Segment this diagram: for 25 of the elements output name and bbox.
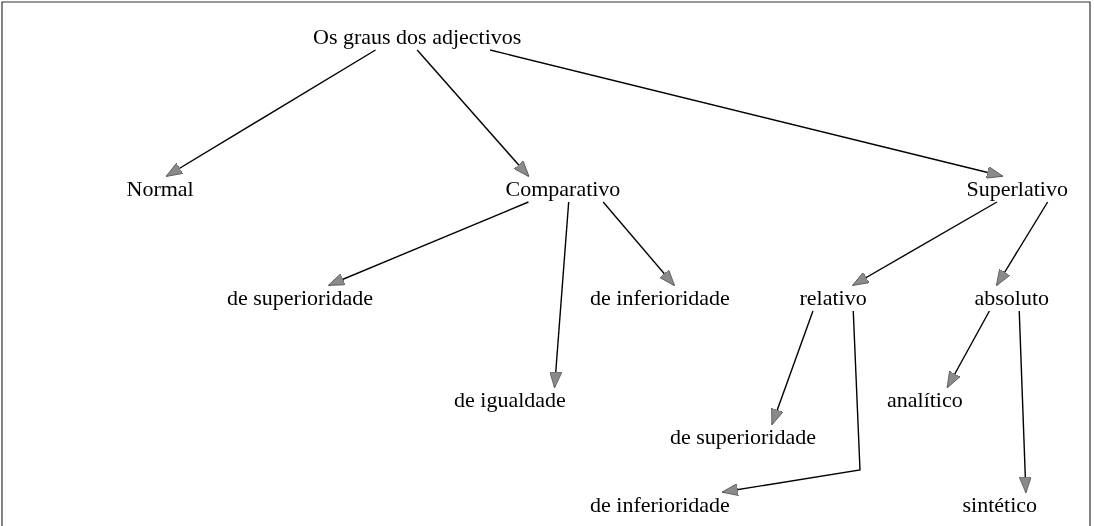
arrow [721, 310, 861, 496]
node-label: Superlativo [966, 176, 1068, 202]
arrow [946, 310, 991, 389]
node-label: relativo [799, 285, 867, 311]
node-label: Comparativo [505, 176, 621, 202]
arrow [602, 201, 675, 287]
node-label: Normal [126, 176, 194, 202]
arrow [489, 49, 1004, 179]
arrow [852, 201, 998, 286]
arrow [771, 310, 814, 426]
node-label: de igualdade [454, 387, 566, 413]
arrow [165, 49, 377, 177]
node-label: de inferioridade [590, 285, 730, 311]
arrow [327, 201, 530, 286]
node-label: de superioridade [227, 285, 373, 311]
arrow [416, 49, 530, 178]
node-label: absoluto [974, 285, 1050, 311]
arrow [549, 201, 570, 389]
node-label: Os graus dos adjectivos [313, 24, 522, 50]
node-label: de inferioridade [590, 492, 730, 518]
arrow [995, 201, 1049, 287]
node-label: de superioridade [670, 424, 816, 450]
arrow [1018, 310, 1032, 494]
node-label: analítico [887, 387, 963, 413]
node-label: sintético [962, 492, 1038, 518]
